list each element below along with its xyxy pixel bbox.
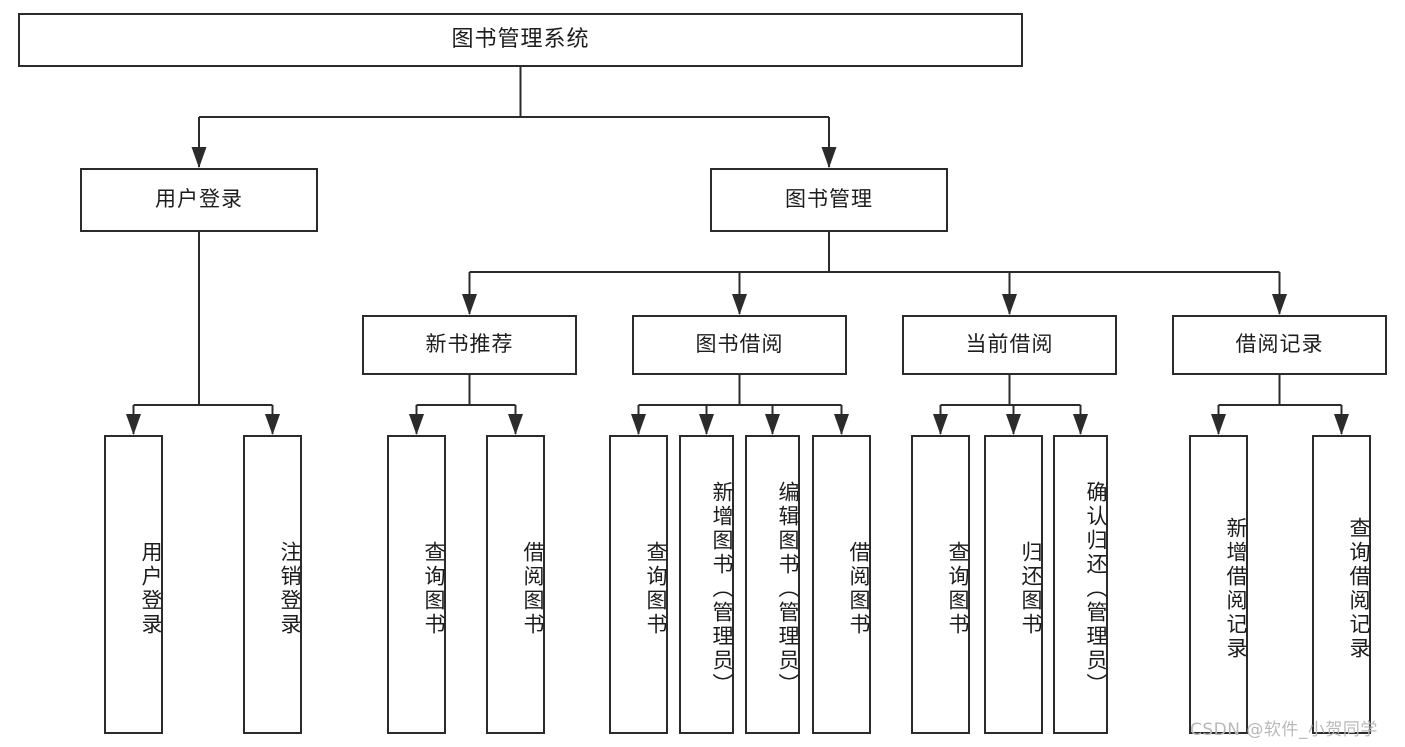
node-leaf-cur-confirm[interactable]: 确认归还（管理员） [1053,435,1108,734]
node-label: 借阅记录 [1235,332,1324,357]
node-label: 用户登录 [155,187,243,212]
node-leaf-bor-edit[interactable]: 编辑图书（管理员） [745,435,800,734]
node-leaf-rec-add[interactable]: 新增借阅记录 [1189,435,1248,734]
node-label: 编辑图书（管理员） [776,480,800,697]
node-borrow[interactable]: 图书借阅 [632,315,847,375]
node-leaf-bor-add[interactable]: 新增图书（管理员） [679,435,734,734]
node-bookmgmt[interactable]: 图书管理 [710,168,948,232]
node-label: 查询图书 [644,540,668,637]
node-leaf-user-login[interactable]: 用户登录 [104,435,163,734]
node-newbook[interactable]: 新书推荐 [362,315,577,375]
node-leaf-new-borrow[interactable]: 借阅图书 [486,435,545,734]
node-label: 新增借阅记录 [1224,516,1248,661]
node-label: 查询图书 [422,540,446,637]
node-label: 用户登录 [139,540,163,637]
node-leaf-user-logout[interactable]: 注销登录 [243,435,302,734]
node-login[interactable]: 用户登录 [80,168,318,232]
node-leaf-cur-query[interactable]: 查询图书 [911,435,970,734]
node-label: 图书管理 [785,187,873,212]
node-records[interactable]: 借阅记录 [1172,315,1387,375]
node-label: 确认归还（管理员） [1084,480,1108,697]
watermark: CSDN @软件_小贺同学 [1190,720,1378,740]
node-leaf-rec-query[interactable]: 查询借阅记录 [1312,435,1371,734]
node-root[interactable]: 图书管理系统 [18,13,1023,67]
node-leaf-bor-borrow[interactable]: 借阅图书 [812,435,871,734]
node-label: 借阅图书 [521,540,545,637]
node-label: 图书借阅 [695,332,784,357]
node-leaf-new-query[interactable]: 查询图书 [387,435,446,734]
node-label: 注销登录 [278,540,302,637]
node-leaf-bor-query[interactable]: 查询图书 [609,435,668,734]
node-label: 新增图书（管理员） [710,480,734,697]
node-label: 新书推荐 [425,332,514,357]
node-leaf-cur-return[interactable]: 归还图书 [984,435,1043,734]
node-label: 归还图书 [1019,540,1043,637]
node-label: 查询图书 [946,540,970,637]
node-label: 借阅图书 [847,540,871,637]
node-label: 图书管理系统 [451,26,590,52]
node-label: 当前借阅 [965,332,1054,357]
node-label: 查询借阅记录 [1347,516,1371,661]
node-current[interactable]: 当前借阅 [902,315,1117,375]
